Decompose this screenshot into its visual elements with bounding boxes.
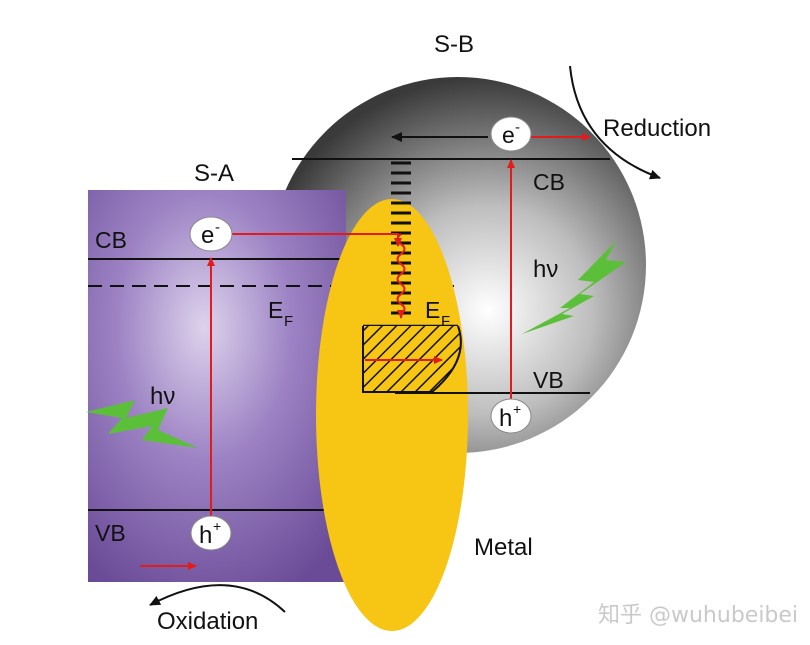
svg-text:h: h (199, 522, 212, 549)
svg-text:E: E (425, 297, 440, 323)
svg-text:+: + (513, 401, 521, 417)
reduction-label: Reduction (603, 115, 711, 142)
svg-text:F: F (284, 313, 293, 330)
sb-title: S-B (434, 31, 474, 58)
lightning-icon (522, 240, 626, 334)
sa-photon-label: hν (150, 383, 175, 410)
svg-text:e: e (502, 122, 515, 148)
relaxation-wavy-arrow (396, 233, 406, 319)
svg-text:h: h (499, 405, 512, 432)
metal-label: Metal (474, 534, 533, 561)
oxidation-curve-arrow (149, 584, 286, 613)
metal-particle (316, 199, 468, 631)
sa-vb-label: VB (95, 520, 126, 546)
sb-electron: e - (490, 116, 532, 152)
watermark: 知乎 @wuhubeibei (598, 603, 798, 628)
sa-hole: h + (190, 515, 232, 551)
sa-title: S-A (194, 160, 234, 187)
svg-text:e: e (201, 222, 214, 249)
metal-ef-label: E F (425, 297, 450, 330)
sb-vb-label: VB (533, 367, 564, 393)
svg-text:F: F (441, 313, 450, 330)
metal-hatch-outline (362, 325, 462, 393)
sb-photon-label: hν (533, 256, 558, 283)
svg-text:+: + (213, 518, 221, 534)
sa-electron: e - (189, 216, 233, 252)
sb-hole: h + (490, 398, 532, 434)
svg-text:-: - (515, 119, 520, 136)
reduction-curve-arrow (569, 65, 661, 180)
sb-cb-label: CB (533, 169, 565, 195)
electron-transfer-arrow (232, 233, 402, 247)
svg-text:-: - (215, 219, 220, 236)
lightning-icon (86, 400, 198, 448)
sa-ef-label: E F (268, 297, 293, 330)
oxidation-label: Oxidation (157, 608, 258, 635)
svg-text:E: E (268, 297, 283, 323)
sa-cb-label: CB (95, 227, 127, 253)
